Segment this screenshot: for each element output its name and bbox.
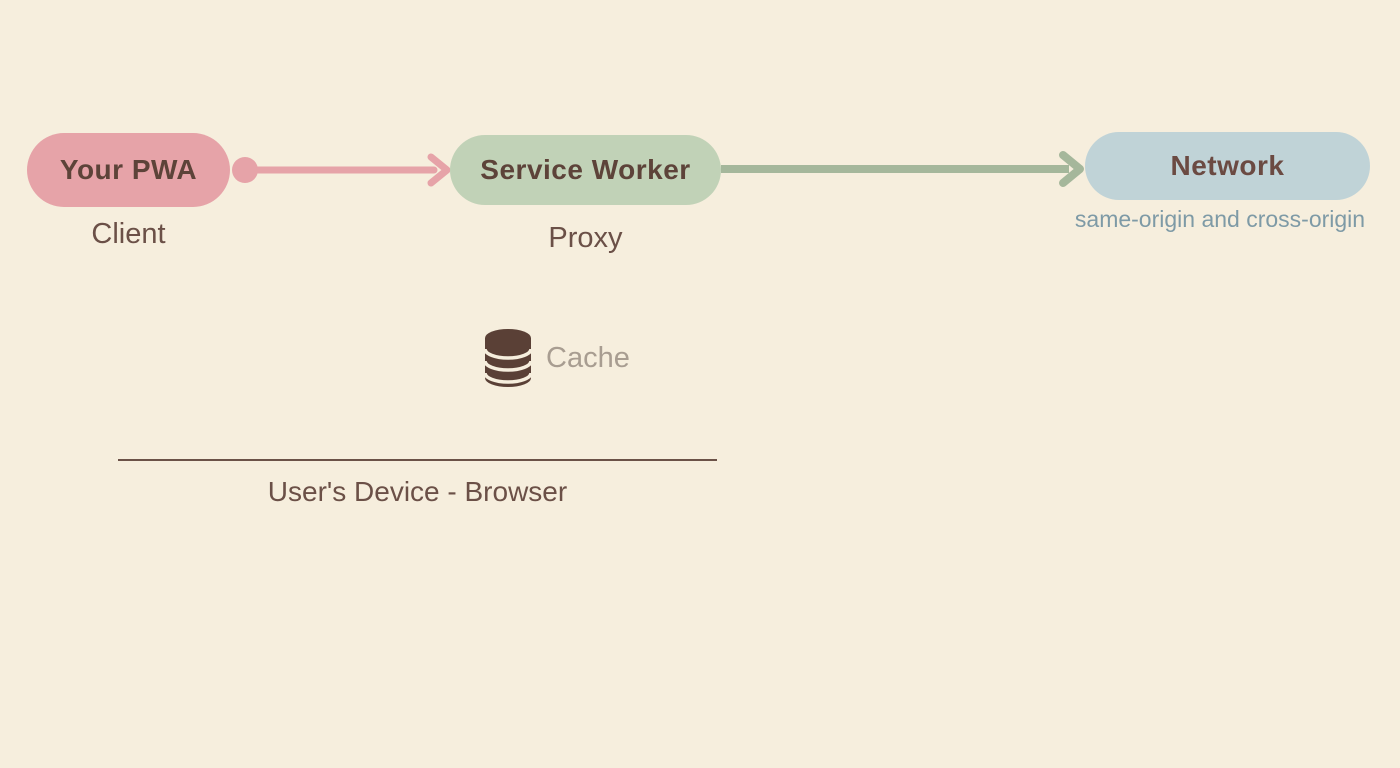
cache-group: Cache (484, 328, 630, 388)
node-network-label: Network (1170, 150, 1285, 181)
cache-label: Cache (546, 341, 630, 374)
arrowhead-icon (427, 153, 451, 187)
caption-client: Client (91, 218, 166, 250)
device-boundary-line (118, 459, 717, 461)
database-icon (484, 329, 532, 387)
device-boundary: User's Device - Browser (118, 459, 717, 508)
arrowhead-icon (1059, 151, 1084, 187)
node-service-worker-label: Service Worker (480, 154, 691, 185)
node-network: Network (1085, 132, 1370, 200)
device-boundary-label: User's Device - Browser (267, 476, 568, 507)
arrow-pwa-to-service-worker (232, 153, 451, 187)
arrow-start-dot (232, 157, 258, 183)
caption-proxy: Proxy (548, 222, 623, 254)
arrow-service-worker-to-network (721, 151, 1084, 187)
node-service-worker: Service Worker (450, 135, 721, 205)
node-your-pwa: Your PWA (27, 133, 230, 207)
node-your-pwa-label: Your PWA (59, 154, 198, 185)
caption-same-origin-cross-origin: same-origin and cross-origin (1074, 206, 1366, 232)
